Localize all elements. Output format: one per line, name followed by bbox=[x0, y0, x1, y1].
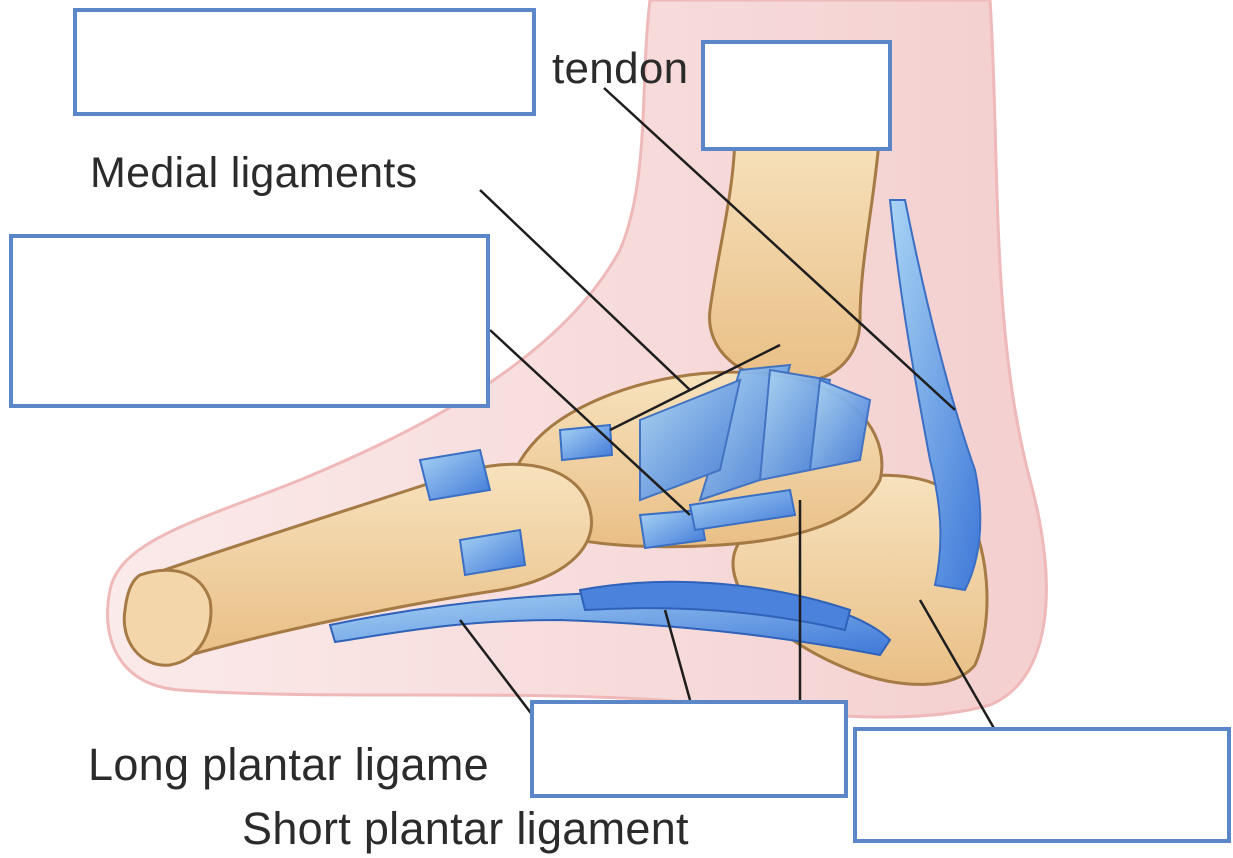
medial-ligaments-label: Medial ligaments bbox=[90, 152, 417, 195]
long-plantar-ligament-label: Long plantar ligame bbox=[88, 742, 489, 787]
tendon-label: tendon bbox=[552, 47, 688, 91]
answer-box-3[interactable] bbox=[9, 234, 490, 408]
answer-box-4[interactable] bbox=[530, 700, 848, 798]
answer-box-1[interactable] bbox=[73, 8, 536, 116]
answer-box-5[interactable] bbox=[853, 727, 1231, 843]
answer-box-2[interactable] bbox=[701, 40, 892, 151]
short-plantar-ligament-label: Short plantar ligament bbox=[242, 806, 689, 851]
toe-bones bbox=[124, 570, 211, 665]
tibia-bone bbox=[710, 130, 880, 382]
